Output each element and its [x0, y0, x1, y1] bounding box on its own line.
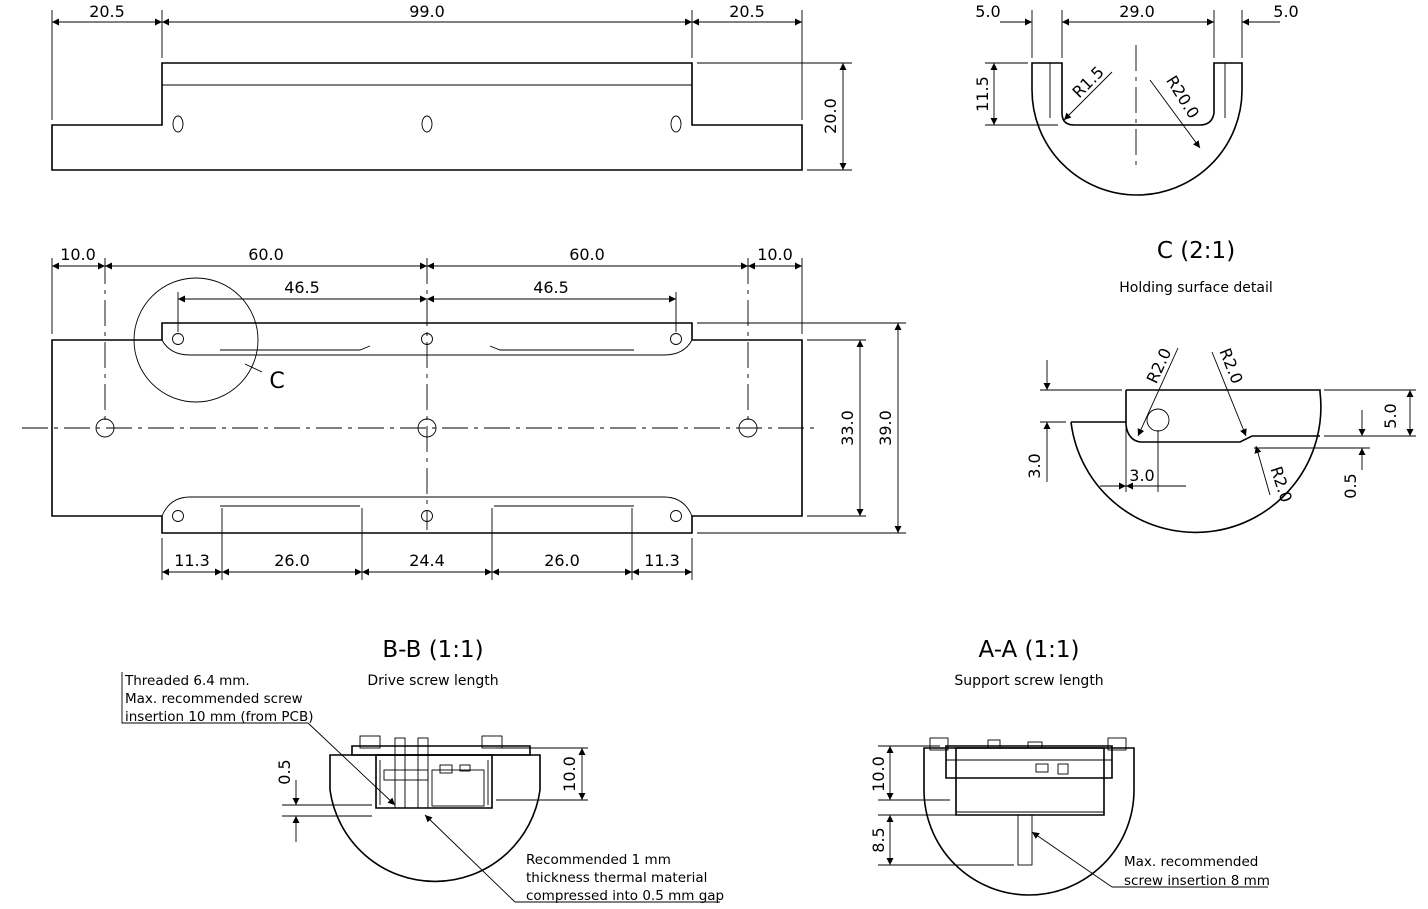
detail-c-marker: C: [269, 369, 284, 394]
dim-top-height-outer: 39.0: [876, 410, 895, 446]
section-bb-title: B-B (1:1): [382, 637, 483, 663]
dim-front-left: 20.5: [89, 2, 125, 21]
dim-bottom-1: 11.3: [174, 551, 210, 570]
dim-front-height: 20.0: [821, 98, 840, 134]
dim-c-h-right: 5.0: [1381, 403, 1400, 428]
dim-aa-screw: 8.5: [869, 827, 888, 852]
dim-aa-depth: 10.0: [869, 756, 888, 792]
dim-c-r-b: R2.0: [1215, 345, 1246, 386]
section-bb-subtitle: Drive screw length: [367, 673, 498, 689]
dim-c-gap: 0.5: [1341, 473, 1360, 498]
top-view: C 10.0 60.0 60.0 10.0 46.5 46.5 33.0 39.…: [22, 245, 906, 580]
dim-c-r-c: R2.0: [1267, 464, 1296, 505]
dim-top-edge-right: 10.0: [757, 245, 793, 264]
dim-top-rail-right: 46.5: [533, 278, 569, 297]
section-aa-title: A-A (1:1): [978, 637, 1079, 663]
section-bb: B-B (1:1) Drive screw length Threaded 6.…: [121, 637, 724, 904]
dim-end-left: 5.0: [975, 2, 1000, 21]
bb-note-bottom-1: Recommended 1 mm: [526, 852, 671, 868]
dim-end-r-large: R20.0: [1162, 72, 1203, 122]
dim-bottom-3: 24.4: [409, 551, 445, 570]
bb-note-bottom-3: compressed into 0.5 mm gap: [526, 888, 724, 904]
front-view: 20.5 99.0 20.5 20.0: [51, 2, 852, 171]
dim-top-rail-left: 46.5: [284, 278, 320, 297]
detail-c: C (2:1) Holding surface detail R2.0 R2.0…: [1025, 238, 1416, 534]
aa-note-2: screw insertion 8 mm: [1124, 873, 1270, 889]
aa-note-1: Max. recommended: [1124, 854, 1258, 870]
bb-note-bottom-2: thickness thermal material: [526, 870, 707, 886]
detail-c-subtitle: Holding surface detail: [1119, 280, 1273, 296]
dim-end-middle: 29.0: [1119, 2, 1155, 21]
dim-top-edge-left: 10.0: [60, 245, 96, 264]
dim-bottom-4: 26.0: [544, 551, 580, 570]
section-aa-subtitle: Support screw length: [954, 673, 1103, 689]
dim-front-middle: 99.0: [409, 2, 445, 21]
dim-bb-gap: 0.5: [275, 759, 294, 784]
dim-bottom-5: 11.3: [644, 551, 680, 570]
dim-front-right: 20.5: [729, 2, 765, 21]
detail-c-title: C (2:1): [1157, 238, 1235, 264]
bb-note-top-3: insertion 10 mm (from PCB): [125, 709, 313, 725]
dim-c-h-left: 3.0: [1025, 453, 1044, 478]
dim-top-height-inner: 33.0: [838, 410, 857, 446]
dim-end-right: 5.0: [1273, 2, 1298, 21]
dim-end-height: 11.5: [973, 76, 992, 112]
dim-bb-depth: 10.0: [560, 756, 579, 792]
dim-bottom-2: 26.0: [274, 551, 310, 570]
dim-c-w-bottom: 3.0: [1129, 466, 1154, 485]
end-view: 5.0 29.0 5.0 11.5 R1.5 R20.0: [973, 2, 1299, 196]
bb-note-top-1: Threaded 6.4 mm.: [124, 673, 250, 689]
section-aa: A-A (1:1) Support screw length 10.0 8.5 …: [869, 637, 1270, 896]
dim-top-pitch-left: 60.0: [248, 245, 284, 264]
dim-top-pitch-right: 60.0: [569, 245, 605, 264]
bb-note-top-2: Max. recommended screw: [125, 691, 303, 707]
